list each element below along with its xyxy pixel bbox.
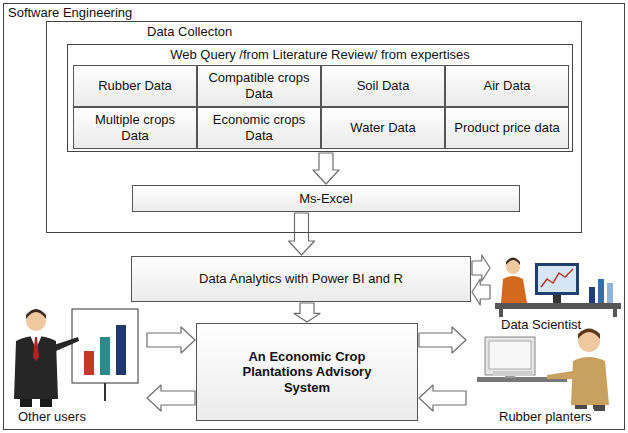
box-label: Data Analytics with Power BI and R bbox=[199, 271, 403, 287]
block-arrow bbox=[147, 327, 195, 353]
block-arrow bbox=[289, 213, 315, 255]
data-box: Product price data bbox=[445, 107, 569, 149]
data-box: Economic crops Data bbox=[197, 107, 321, 149]
box-label: Economic crops Data bbox=[204, 112, 314, 143]
block-arrow bbox=[147, 385, 195, 411]
box-label: Multiple crops Data bbox=[80, 112, 190, 143]
data-box: Compatible crops Data bbox=[197, 65, 321, 107]
box-label: Compatible crops Data bbox=[204, 70, 314, 101]
group-box: Web Query /from Literature Review/ from … bbox=[67, 44, 573, 152]
box-label: An Economic Crop Plantations Advisory Sy… bbox=[227, 349, 387, 396]
box-label: Rubber Data bbox=[98, 78, 172, 94]
block-arrow bbox=[313, 153, 339, 184]
box-label: Soil Data bbox=[357, 78, 410, 94]
block-arrow bbox=[419, 327, 466, 353]
box-label: Product price data bbox=[454, 120, 560, 136]
group-heading: Software Engineering bbox=[8, 5, 132, 21]
group-heading: Data Collecton bbox=[147, 24, 232, 40]
actor-label: Data Scientist bbox=[499, 317, 583, 333]
group-box: Data CollectonWeb Query /from Literature… bbox=[46, 21, 582, 233]
data-box: Water Data bbox=[321, 107, 445, 149]
group-heading: Web Query /from Literature Review/ from … bbox=[68, 47, 572, 63]
box-label: Air Data bbox=[484, 78, 531, 94]
block-arrow bbox=[419, 385, 466, 411]
data-box: Multiple crops Data bbox=[73, 107, 197, 149]
block-arrow bbox=[472, 279, 490, 305]
data-box: Soil Data bbox=[321, 65, 445, 107]
system-frame: Software EngineeringData CollectonWeb Qu… bbox=[3, 3, 625, 430]
box-label: Ms-Excel bbox=[299, 191, 352, 207]
block-arrow bbox=[294, 303, 320, 322]
block-arrow bbox=[472, 255, 490, 281]
process-box: Ms-Excel bbox=[132, 185, 520, 212]
actor-figure: Rubber planters bbox=[467, 319, 624, 427]
data-box: Rubber Data bbox=[73, 65, 197, 107]
actor-label: Rubber planters bbox=[497, 409, 594, 425]
system-box: An Economic Crop Plantations Advisory Sy… bbox=[196, 323, 418, 421]
box-label: Water Data bbox=[350, 120, 415, 136]
actor-label: Other users bbox=[16, 409, 88, 425]
process-box: Data Analytics with Power BI and R bbox=[131, 256, 471, 302]
actor-figure: Other users bbox=[6, 301, 146, 427]
data-box: Air Data bbox=[445, 65, 569, 107]
actor-figure: Data Scientist bbox=[491, 247, 624, 337]
